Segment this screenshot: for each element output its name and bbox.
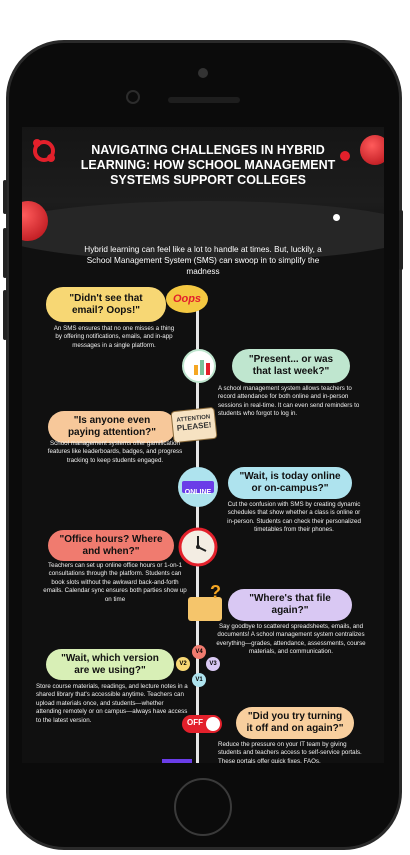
front-camera-icon [198, 68, 208, 78]
online-icon: ONLINE [178, 467, 218, 507]
online-label: ONLINE [184, 489, 212, 496]
chart-bar [206, 363, 210, 375]
section-3-heading: "Is anyone even paying attention?" [48, 411, 176, 443]
folder-shape [188, 597, 222, 621]
version-v2: V2 [176, 657, 190, 671]
clock-icon [178, 527, 218, 567]
header-wave [22, 201, 384, 261]
section-6-heading: "Where's that file again?" [228, 589, 352, 621]
section-5-heading: "Office hours? Where and when?" [48, 530, 174, 561]
phone-side-button [3, 180, 7, 214]
chart-icon [182, 349, 216, 383]
version-v3: V3 [206, 657, 220, 671]
section-4-text: Cut the confusion with SMS by creating d… [227, 501, 361, 534]
online-badge: ONLINE [182, 481, 214, 496]
question-mark: ? [210, 582, 221, 602]
section-2-heading: "Present... or was that last week?" [232, 349, 350, 383]
decor-white-dot [333, 214, 340, 221]
phone-volume-down-button [3, 290, 7, 340]
logo-icon [33, 139, 55, 162]
phone-volume-up-button [3, 228, 7, 278]
chart-bar [200, 360, 204, 375]
section-5-text: Teachers can set up online office hours … [43, 562, 187, 603]
oops-icon-label: Oops [172, 293, 202, 305]
section-8-heading: "Did you try turning it off and on again… [236, 707, 354, 739]
off-toggle-icon: OFF [182, 715, 222, 733]
speaker-grille [168, 97, 240, 103]
section-7-text: Store course materials, readings, and le… [36, 683, 188, 724]
section-1-heading: "Didn't see that email? Oops!" [46, 287, 166, 322]
version-v4: V4 [192, 645, 206, 659]
next-section-icon-partial [162, 759, 192, 763]
section-8-text: Reduce the pressure on your IT team by g… [218, 741, 362, 763]
section-1-text: An SMS ensures that no one misses a thin… [53, 325, 175, 349]
timeline-line [196, 290, 199, 763]
version-icon: V4 V2 V3 V1 [172, 645, 222, 689]
page-title: NAVIGATING CHALLENGES IN HYBRID LEARNING… [80, 143, 336, 187]
version-v1: V1 [192, 673, 206, 687]
home-button[interactable] [174, 778, 232, 836]
off-label: OFF [187, 718, 203, 727]
infographic-screen[interactable]: NAVIGATING CHALLENGES IN HYBRID LEARNING… [22, 127, 384, 763]
folder-question-icon: ? [186, 583, 226, 623]
toggle-knob [206, 717, 220, 731]
chart-bar [194, 365, 198, 375]
attention-please-icon: ATTENTION PLEASE! [170, 406, 218, 444]
section-4-heading: "Wait, is today online or on-campus?" [228, 467, 352, 499]
intro-text: Hybrid learning can feel like a lot to h… [84, 245, 322, 276]
section-3-text: School management systems offer gamifica… [47, 440, 183, 464]
sensor-icon [126, 90, 140, 104]
section-2-text: A school management system allows teache… [218, 385, 360, 418]
decor-red-ball-right [360, 135, 384, 165]
phone-power-button [399, 210, 403, 270]
header-banner [22, 127, 384, 261]
oops-icon: Oops [166, 285, 208, 313]
section-7-heading: "Wait, which version are we using?" [46, 649, 174, 680]
section-6-text: Say goodbye to scattered spreadsheets, e… [216, 623, 366, 656]
decor-red-dot [340, 151, 350, 161]
